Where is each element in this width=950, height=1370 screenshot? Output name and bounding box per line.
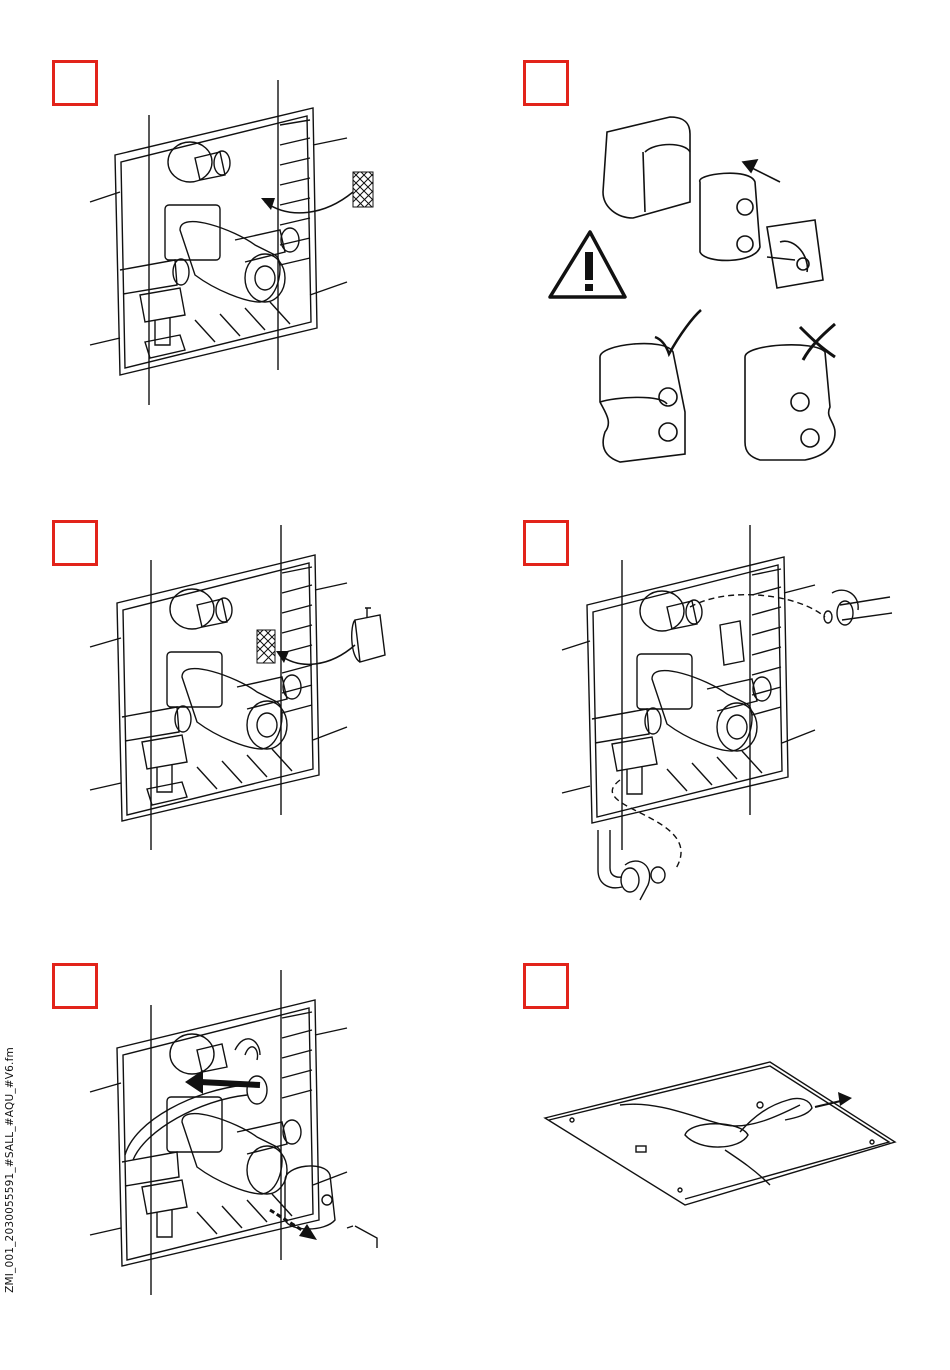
step-marker-2 [523,60,569,106]
step-1-illustration [85,80,385,410]
footer-file-code: ZMI_001_2030055591_#SALL_#AQU_#V6.fm [0,1040,21,1300]
step-marker-6 [523,963,569,1009]
step-3-illustration [85,525,390,855]
footer-file-code-text: ZMI_001_2030055591_#SALL_#AQU_#V6.fm [4,1047,16,1293]
step-6-illustration [540,1060,900,1210]
step-2-illustration [545,112,845,467]
step-5-illustration [85,970,395,1300]
step-4-illustration [560,525,900,910]
